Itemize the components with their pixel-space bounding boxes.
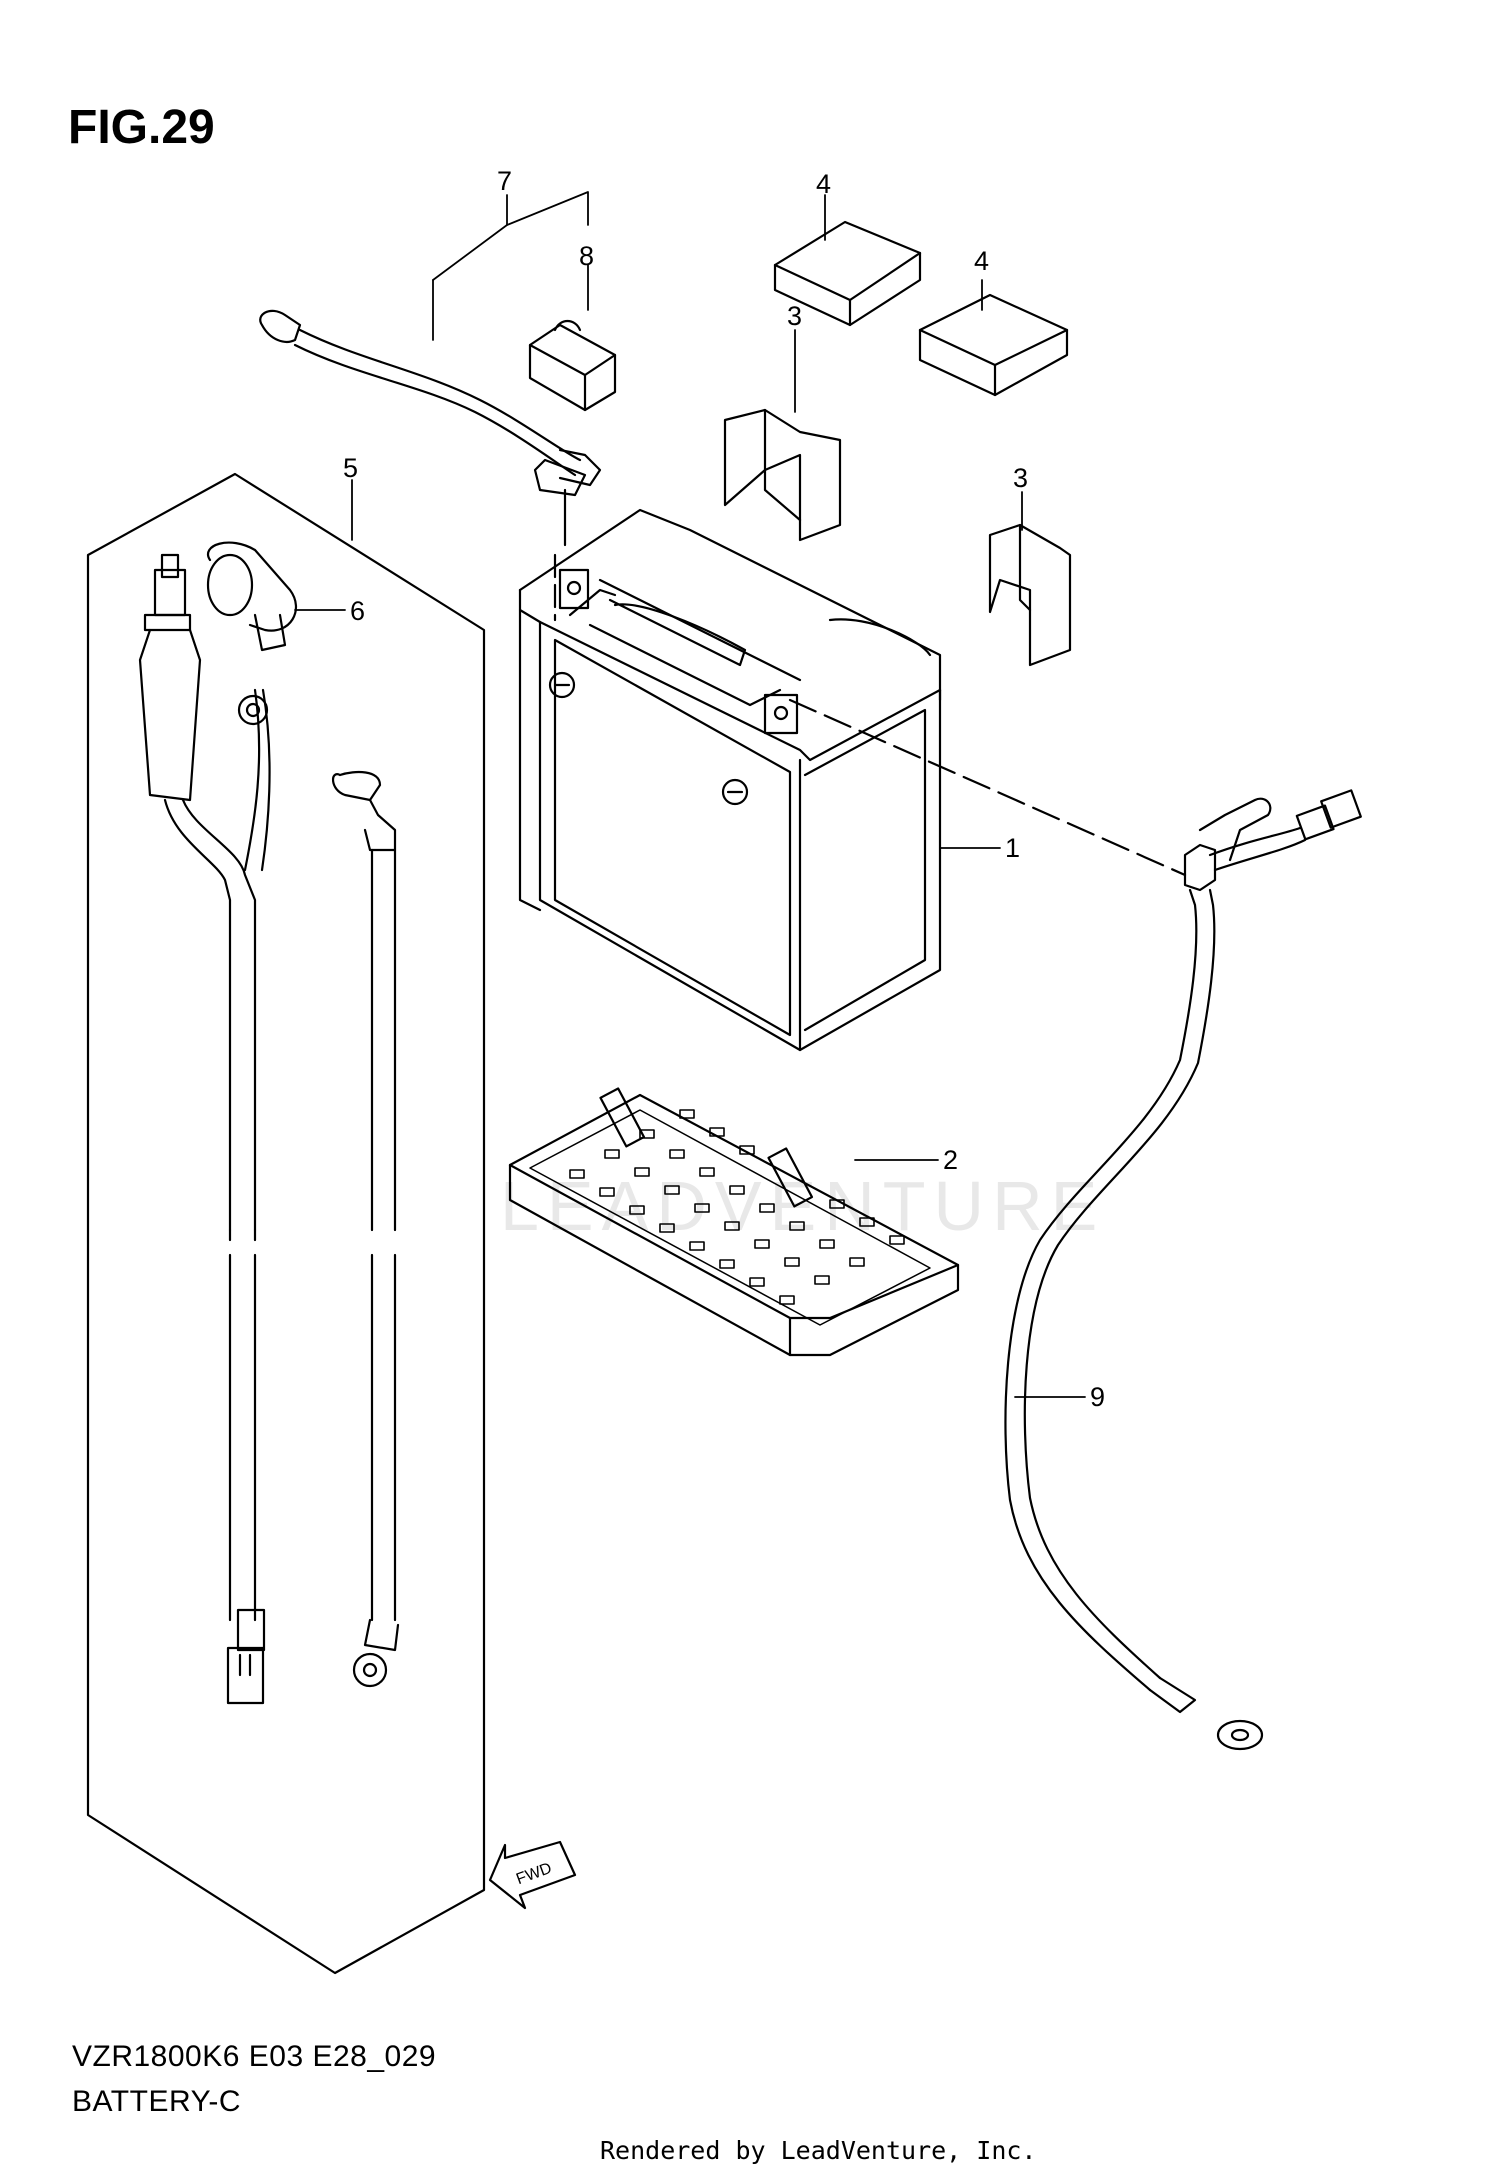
callout-2: 2 — [943, 1145, 958, 1175]
terminal-cover-part-b — [988, 523, 1072, 667]
terminal-cap-part — [528, 319, 617, 412]
battery-tray-part — [508, 1087, 960, 1357]
callout-3b: 3 — [1013, 463, 1028, 493]
lead-wire-kit-outline — [86, 472, 486, 1975]
callout-5: 5 — [343, 453, 358, 483]
callout-8: 8 — [579, 241, 594, 271]
battery-pad-part-b — [918, 293, 1069, 397]
figure-title: FIG.29 — [68, 101, 215, 154]
connector-cap-part — [206, 541, 297, 652]
lead-wire-a — [138, 553, 271, 1705]
callout-7: 7 — [497, 166, 512, 196]
model-code: VZR1800K6 E03 E28_029 — [72, 2040, 437, 2073]
negative-terminal-leader — [788, 698, 1187, 877]
positive-lead-part — [259, 309, 602, 622]
lead-wire-b — [332, 770, 400, 1688]
negative-lead-part — [1004, 789, 1362, 1751]
callout-4b: 4 — [974, 246, 989, 276]
fwd-arrow-icon: FWD — [488, 1840, 577, 1910]
callout-3a: 3 — [787, 301, 802, 331]
battery-pad-part-a — [773, 220, 922, 327]
callout-6: 6 — [350, 596, 365, 626]
callout-4a: 4 — [816, 169, 831, 199]
render-credit: Rendered by LeadVenture, Inc. — [600, 2136, 1037, 2165]
callout-1: 1 — [1005, 833, 1020, 863]
terminal-cover-part-a — [723, 408, 842, 542]
battery-part — [518, 508, 942, 1052]
callout-leaders — [294, 191, 1086, 1398]
section-name: BATTERY-C — [72, 2085, 241, 2118]
callout-9: 9 — [1090, 1382, 1105, 1412]
